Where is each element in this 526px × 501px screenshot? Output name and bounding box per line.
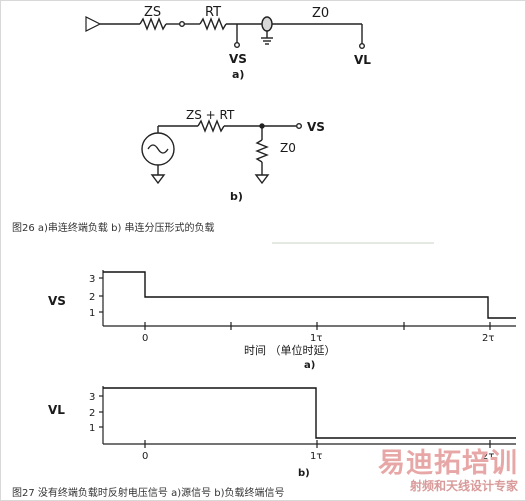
plot-a-xtick-0: 0	[142, 333, 148, 344]
plot-a-ytick-1: 1	[89, 308, 95, 319]
z0-label-b: Z0	[280, 141, 296, 155]
plot-a-xtick-1: 1τ	[310, 333, 322, 344]
figure26-caption: 图26 a)串连终端负载 b) 串连分压形式的负载	[12, 223, 215, 234]
plot-b-waveform	[103, 387, 516, 439]
sublabel-26b: b)	[230, 190, 243, 203]
vl-label: VL	[354, 53, 371, 67]
source-triangle-icon	[85, 16, 102, 32]
series-resistor	[197, 119, 225, 133]
watermark-title: 易迪拓培训	[378, 448, 518, 479]
plot-b-xtick-0: 0	[142, 451, 148, 462]
vs-label-a: VS	[229, 52, 247, 66]
plot-a-xtick-2: 2τ	[482, 333, 494, 344]
plot-b-ylabel: VL	[48, 403, 65, 417]
ground-icon-left	[150, 174, 166, 185]
circuit-b	[141, 119, 303, 185]
rt-label: RT	[205, 5, 221, 20]
z0-label: Z0	[312, 6, 329, 21]
transmission-line-icon	[261, 16, 273, 32]
vs-label-b: VS	[307, 120, 325, 134]
sublabel-27a: a)	[304, 360, 315, 371]
watermark: 易迪拓培训 射频和天线设计专家	[358, 449, 518, 494]
plot-a-ylabel: VS	[48, 294, 66, 308]
ground-icon-right	[254, 174, 270, 185]
zs-label: ZS	[144, 5, 161, 20]
series-label: ZS + RT	[186, 108, 235, 122]
plot-a-axes	[99, 270, 516, 330]
plot-b-xtick-2: 2τ	[482, 451, 494, 462]
rt-resistor	[199, 17, 227, 31]
sublabel-27b: b)	[298, 468, 310, 479]
zs-resistor	[139, 17, 167, 31]
plot-b-ytick-1: 1	[89, 423, 95, 434]
plot-b-xtick-1: 1τ	[310, 451, 322, 462]
figure27-caption: 图27 没有终端负载时反射电压信号 a)源信号 b)负载终端信号	[12, 488, 285, 499]
plot-b-ytick-2: 2	[89, 408, 95, 419]
plot-b-ytick-3: 3	[89, 392, 95, 403]
plot-a-xlabel: 时间 （单位时延）	[244, 343, 336, 357]
z0-resistor	[255, 139, 269, 163]
plot-a-waveform	[103, 271, 516, 319]
plot-b-axes	[99, 386, 516, 448]
circuit-a	[85, 16, 366, 50]
sublabel-26a: a)	[232, 68, 244, 81]
plot-a-ytick-2: 2	[89, 292, 95, 303]
plot-a-ytick-3: 3	[89, 274, 95, 285]
watermark-subtitle: 射频和天线设计专家	[409, 479, 518, 493]
